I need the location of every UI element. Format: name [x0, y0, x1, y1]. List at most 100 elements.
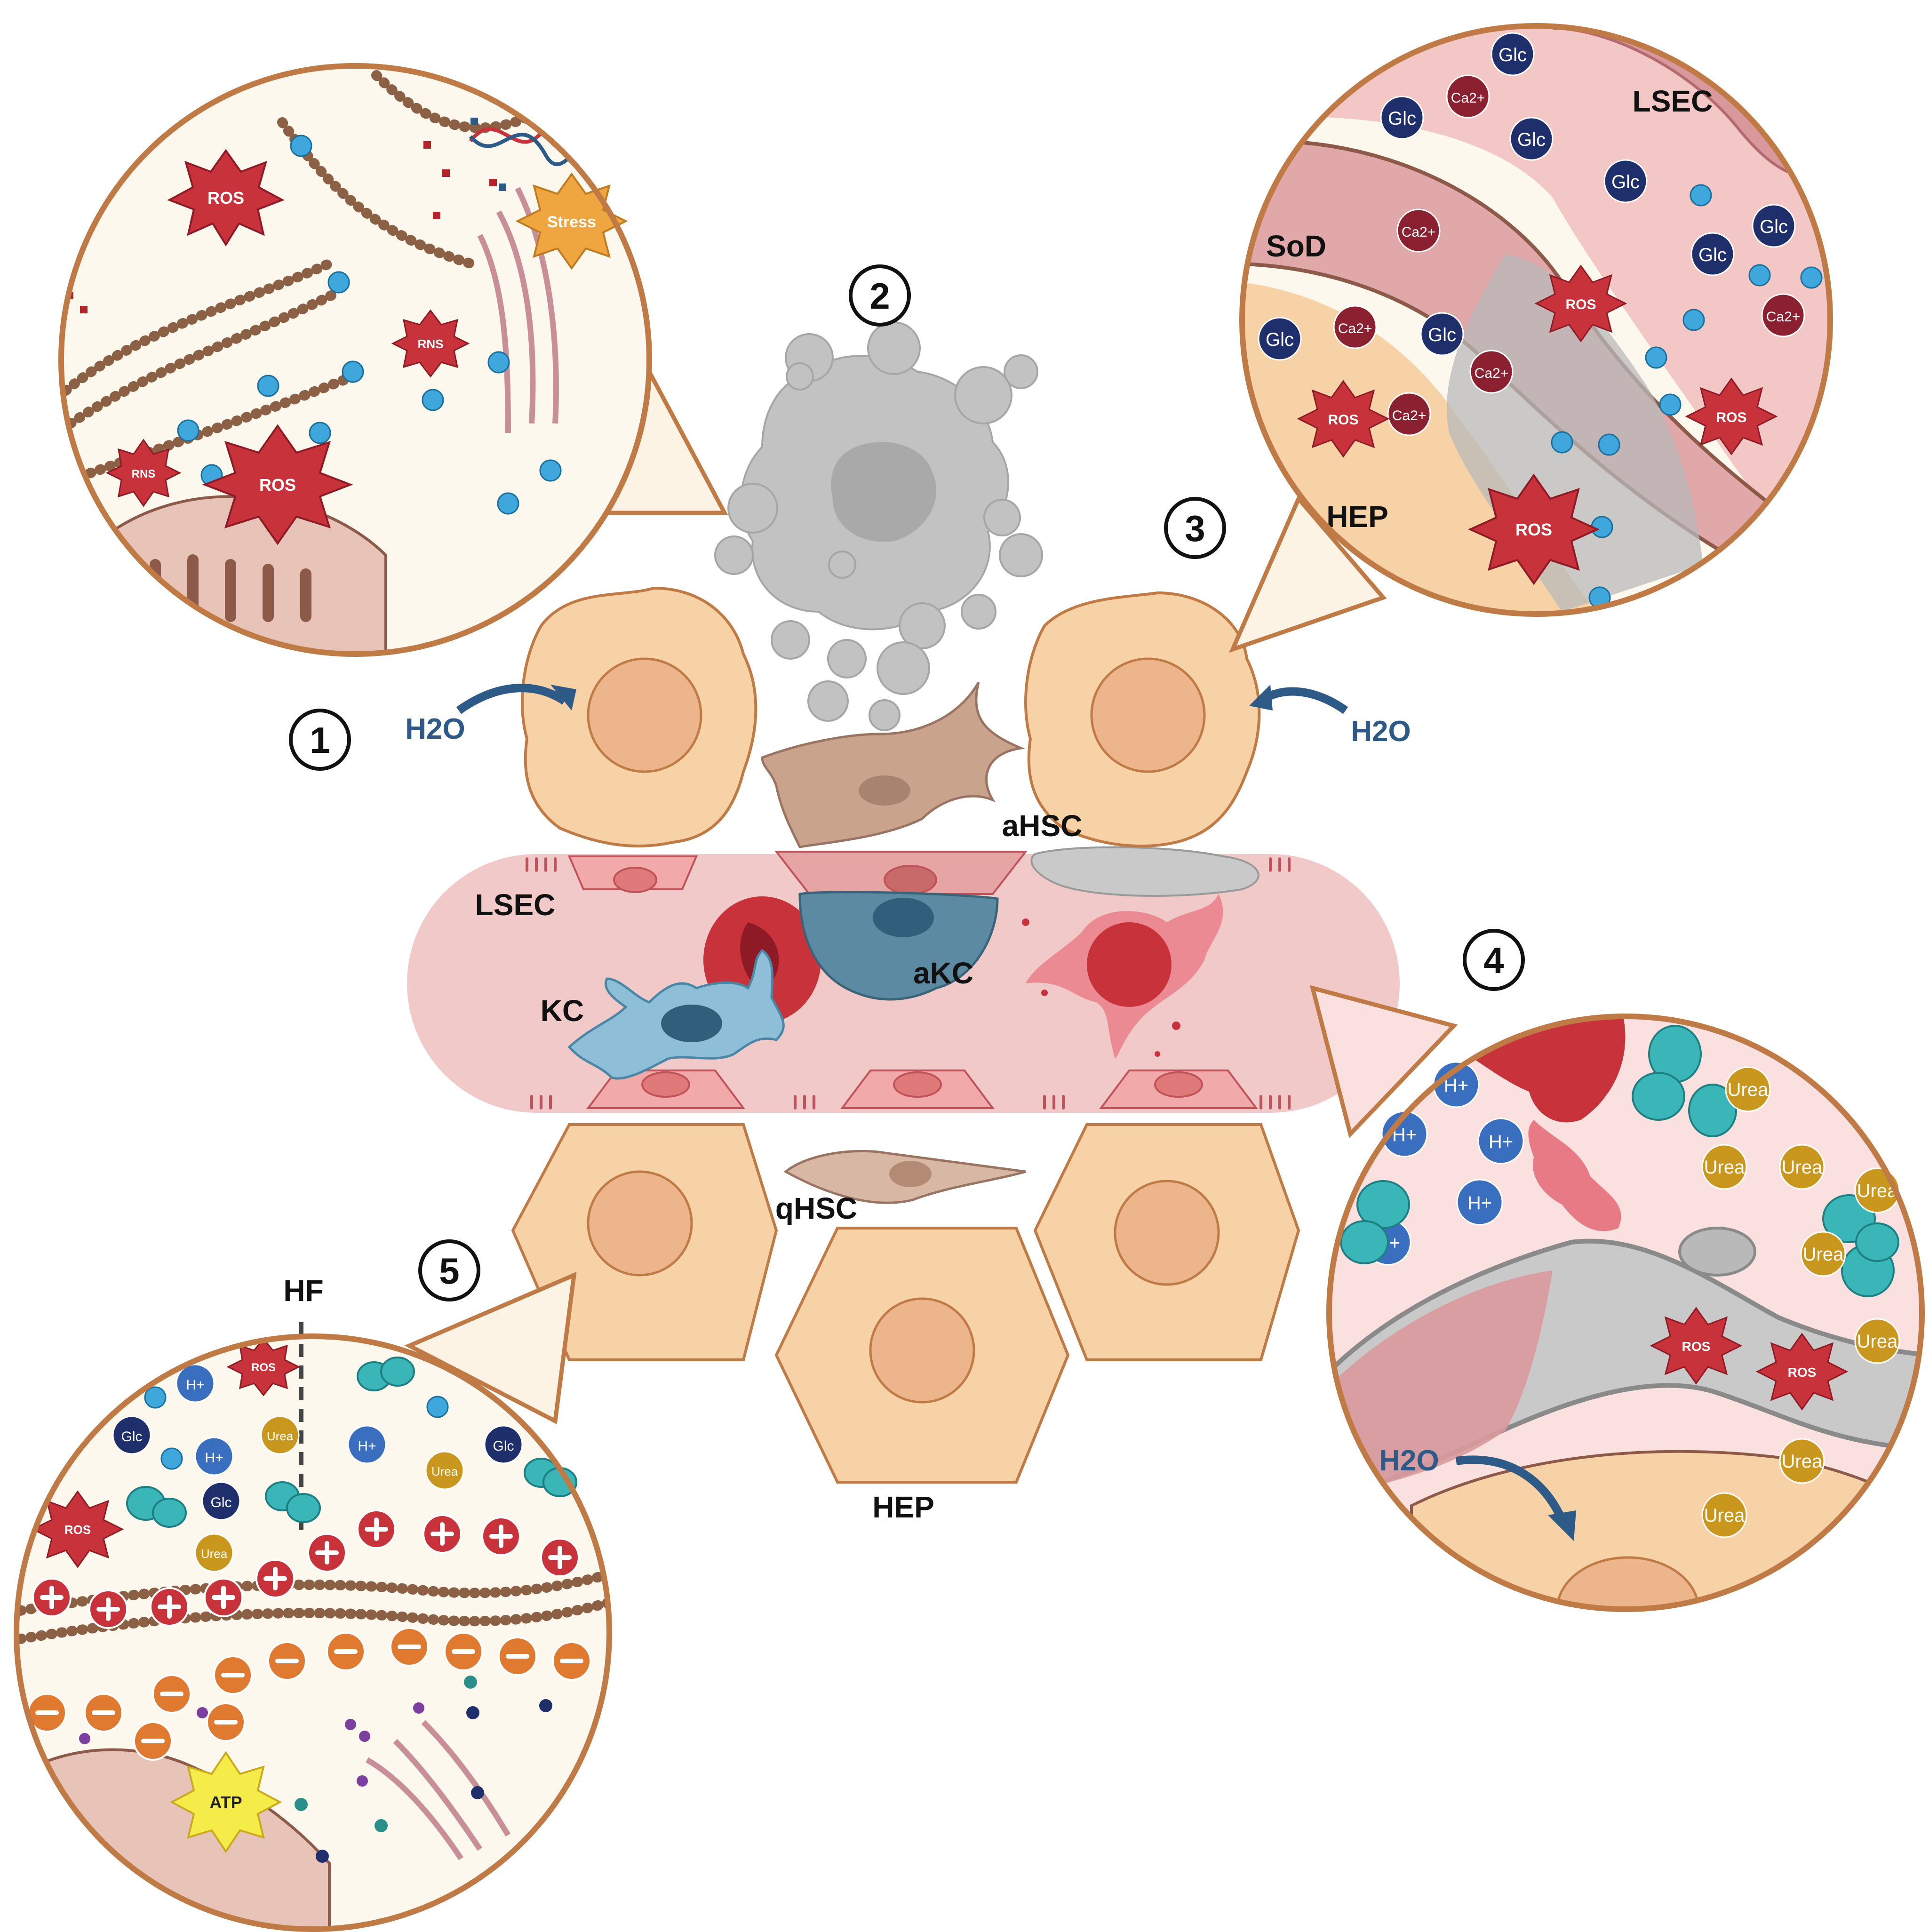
water-label-left: H2O [405, 713, 465, 745]
inset3-ros-3: ROS [1716, 410, 1746, 425]
inset5-ros-2: ROS [64, 1523, 91, 1537]
step-badge-4: 4 [1463, 929, 1525, 991]
inset3-glc-1: Glc [1499, 45, 1527, 65]
step-number-5: 5 [439, 1250, 459, 1292]
inset5-atp: ATP [209, 1793, 242, 1812]
apoptotic-cell [714, 321, 1043, 731]
step-number-2: 2 [869, 275, 890, 317]
label-ahsc: aHSC [1002, 809, 1083, 843]
ros-burst-large-icon [202, 424, 353, 545]
inset3-sod-label: SoD [1266, 229, 1326, 263]
inset1-ros-top: ROS [207, 188, 244, 208]
step-badge-3: 3 [1164, 497, 1226, 559]
inset4-ros-2: ROS [1788, 1365, 1817, 1380]
inset4-urea-7: Urea [1782, 1451, 1823, 1472]
hepatocyte-bottom-right [1033, 1123, 1300, 1361]
inset5-h-2: H+ [205, 1450, 223, 1466]
inset4-ros-icon-2 [1755, 1333, 1849, 1411]
inset4-h-3: H+ [1489, 1132, 1513, 1152]
inset3-glc-6: Glc [1760, 216, 1788, 237]
step-number-3: 3 [1185, 508, 1205, 549]
ros-burst-icon [167, 149, 285, 247]
rns-burst-small-icon [105, 439, 182, 507]
inset5-urea-2: Urea [201, 1547, 228, 1561]
inset5-ros-icon-2 [31, 1490, 124, 1568]
inset3-glc-3: Glc [1517, 129, 1546, 150]
label-lsec: LSEC [475, 888, 556, 922]
necrotic-cell [1022, 894, 1223, 1059]
step-number-1: 1 [310, 719, 330, 761]
inset4-urea-8: Urea [1704, 1505, 1745, 1526]
callout-wedge-3 [1228, 495, 1387, 653]
atp-burst-icon [169, 1751, 282, 1853]
lsec-top-lining [567, 851, 1028, 895]
inset3-glc-8: Glc [1428, 325, 1456, 345]
inset3-lsec-label: LSEC [1633, 84, 1713, 118]
inset3-ros-2: ROS [1328, 412, 1358, 428]
inset3-ca-2: Ca2+ [1402, 224, 1436, 240]
inset3-hep-label: HEP [1326, 500, 1388, 534]
inset5-urea-3: Urea [431, 1464, 458, 1478]
inset3-ros-icon-4 [1468, 473, 1600, 585]
inset3-glc-4: Glc [1611, 172, 1640, 192]
step-badge-2: 2 [849, 264, 911, 327]
water-arrow-head-left [550, 685, 576, 711]
label-qhsc: qHSC [775, 1191, 857, 1225]
inset4-urea-5: Urea [1803, 1244, 1844, 1265]
inset3-ros-1: ROS [1565, 297, 1596, 312]
inset-1: ROS ROS RNS RNS Stress [58, 63, 652, 657]
inset4-water-arrow-icon [1455, 1455, 1566, 1522]
inset3-ros-4: ROS [1515, 520, 1552, 539]
inset5-h-3: H+ [358, 1438, 376, 1454]
inset3-glc-5: Glc [1698, 245, 1727, 265]
inset3-glc-7: Glc [1266, 329, 1294, 350]
fenestrae [526, 857, 1291, 1110]
kupffer-cell-icon [567, 949, 785, 1080]
inset-3: Glc Glc Glc Glc Glc Glc Glc Glc Ca2+ Ca2… [1239, 23, 1833, 617]
inset3-ros-icon-2 [1297, 380, 1390, 458]
inset5-hf-label: HF [283, 1274, 323, 1308]
callout-wedge-5 [404, 1271, 577, 1424]
inset5-ros-1: ROS [251, 1361, 276, 1374]
inset5-glc-1: Glc [121, 1429, 143, 1445]
inset3-ros-icon-1 [1534, 264, 1627, 343]
inset5-ros-icon-1 [226, 1337, 301, 1397]
hepatocyte-bottom-center [774, 1227, 1070, 1484]
label-kc: KC [541, 994, 584, 1028]
inset1-ros-bottom: ROS [259, 475, 296, 495]
qhsc-nucleus [889, 1161, 932, 1187]
inset4-ros-1: ROS [1682, 1339, 1711, 1354]
sinusoid [407, 846, 1400, 1113]
inset4-urea-6: Urea [1857, 1331, 1898, 1352]
inset4-urea-3: Urea [1782, 1157, 1823, 1178]
inset3-ca-3: Ca2+ [1338, 321, 1372, 336]
inset3-ca-6: Ca2+ [1766, 309, 1801, 325]
label-akc: aKC [913, 956, 973, 990]
inset3-ca-5: Ca2+ [1392, 408, 1427, 423]
inset3-glc-2: Glc [1388, 108, 1416, 129]
inset4-h-4: H+ [1467, 1193, 1492, 1213]
minus-signs [35, 1645, 583, 1743]
inset1-rns-low: RNS [132, 468, 156, 480]
inset5-urea-1: Urea [267, 1429, 294, 1443]
inset3-ca-4: Ca2+ [1475, 366, 1509, 381]
inset5-glc-2: Glc [211, 1495, 232, 1510]
rns-burst-icon [391, 309, 470, 378]
inset-4: H+ H+ H+ H+ H+ Urea Urea Urea Urea Urea … [1326, 1014, 1925, 1612]
step-number-4: 4 [1483, 940, 1504, 981]
inset3-ros-icon-3 [1685, 377, 1778, 455]
inset4-urea-2: Urea [1704, 1157, 1745, 1178]
water-label-right: H2O [1351, 715, 1411, 748]
inset5-glc-3: Glc [493, 1438, 514, 1454]
hepatocyte-swollen-left [521, 586, 757, 847]
necrotic-gray-cell [1030, 846, 1259, 897]
inset1-rns-mid: RNS [418, 337, 444, 351]
callout-wedge-4 [1309, 985, 1458, 1138]
water-arrow-icon [456, 684, 567, 714]
inset4-water-arrow-head [1548, 1510, 1576, 1541]
activated-kupffer-cell [798, 891, 999, 1001]
inset5-h-1: H+ [186, 1377, 204, 1393]
inset-5: HF Glc Glc Glc H+ H+ H+ Urea Urea Urea [14, 1274, 612, 1932]
inset3-ca-1: Ca2+ [1451, 90, 1485, 106]
